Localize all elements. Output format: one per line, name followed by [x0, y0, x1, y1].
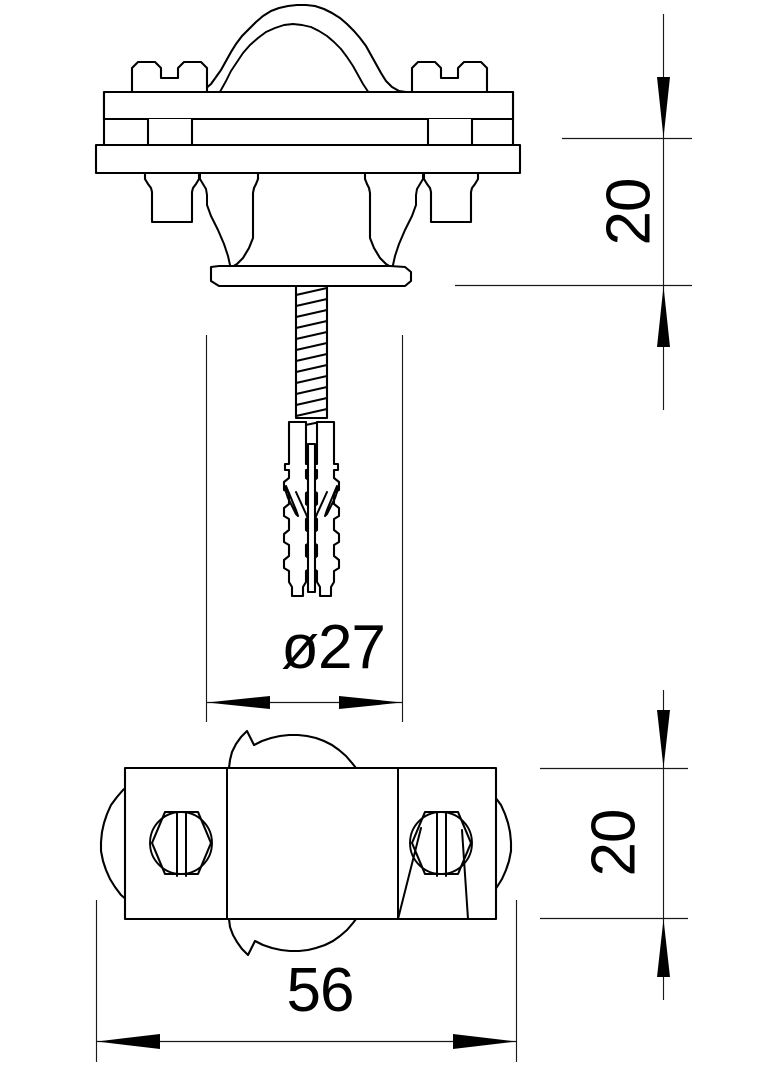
- screw-thread-lines: [295, 287, 328, 428]
- dimension-label-diameter: ø27: [281, 613, 385, 682]
- upper-flange-plate: [102, 90, 515, 121]
- center-knurled-circle-top: [227, 729, 358, 770]
- dimension-label-height-bottom: 20: [579, 810, 648, 877]
- saddle-outer-band: [102, 3, 515, 162]
- dimension-height-top: 20: [455, 14, 692, 410]
- plug-barb-left: [285, 485, 299, 517]
- right-taper-line-a: [397, 827, 422, 920]
- left-gusset: [199, 172, 231, 266]
- left-screw-slot: [176, 811, 187, 877]
- front-elevation-view: [94, 3, 522, 598]
- dimension-label-height-top: 20: [594, 179, 663, 246]
- arrow-56-right: [453, 1034, 516, 1049]
- dimension-width-56: 56: [95, 900, 518, 1062]
- arrow-bottom-20-upper: [657, 710, 670, 768]
- right-screw-head: [410, 60, 489, 94]
- left-screw-shank: [146, 117, 194, 147]
- left-screw-head: [130, 60, 209, 94]
- hub-bell-body: [229, 171, 395, 283]
- right-gusset: [392, 172, 424, 266]
- arrow-bottom-20-lower: [657, 919, 670, 977]
- arrow-d27-left: [207, 696, 270, 709]
- bottom-plan-view: [99, 729, 513, 957]
- right-lower-screw-body: [422, 171, 480, 224]
- arrow-56-left: [97, 1034, 160, 1049]
- arrow-d27-right: [339, 696, 402, 709]
- arrow-top-20-lower: [657, 286, 670, 347]
- arrow-top-20-upper: [657, 77, 670, 138]
- plug-barb-right: [324, 485, 338, 517]
- dimension-height-bottom: 20: [540, 690, 688, 1000]
- left-lower-screw-body: [143, 171, 201, 224]
- right-screw-shank: [426, 117, 474, 147]
- dimension-diameter-27: ø27: [205, 335, 404, 722]
- left-hex-head: [150, 810, 213, 876]
- plug-barb-left-inner: [295, 491, 309, 520]
- wall-plug-slot: [306, 442, 317, 594]
- dimension-label-width: 56: [287, 956, 354, 1025]
- hub-flange-disc: [209, 264, 413, 288]
- plug-barb-right-inner: [314, 491, 328, 520]
- center-knurled-circle-bottom: [227, 917, 358, 957]
- screw-thread-shank: [294, 284, 329, 420]
- right-screw-slot: [436, 811, 447, 877]
- right-hex-head: [410, 810, 473, 876]
- right-taper-line-b: [461, 829, 469, 920]
- base-plate: [94, 143, 522, 175]
- right-screw-circle: [409, 811, 473, 875]
- left-screw-circle: [149, 811, 213, 875]
